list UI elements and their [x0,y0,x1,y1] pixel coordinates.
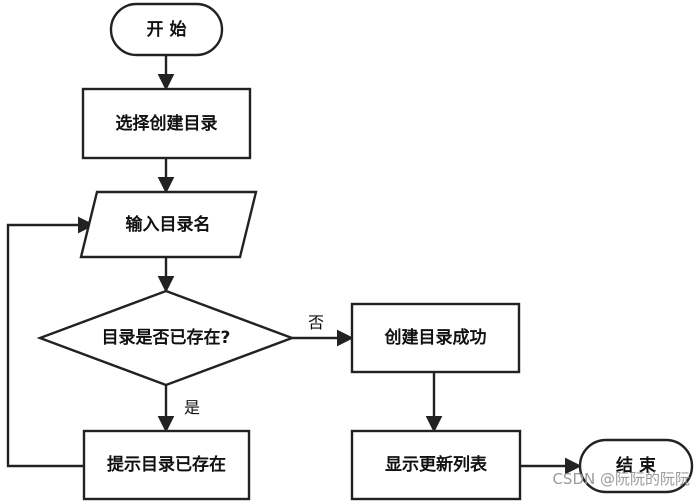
node-input-name: 输入目录名 [79,190,258,259]
edge-label-no: 否 [308,313,324,332]
node-start-label: 开 始 [147,19,187,40]
node-start: 开 始 [109,2,224,57]
node-create-success-label: 创建目录成功 [384,327,487,348]
node-input-name-label: 输入目录名 [126,214,211,235]
node-check-exists-label: 目录是否已存在? [102,327,231,348]
node-show-refresh-label: 显示更新列表 [385,454,488,475]
edge-prompt-loop-back [6,216,95,468]
node-end: 结 束 [578,438,694,494]
node-prompt-exists: 提示目录已存在 [82,429,251,501]
node-prompt-exists-label: 提示目录已存在 [107,454,226,475]
node-create-success: 创建目录成功 [350,302,521,374]
edge-label-yes: 是 [184,398,200,417]
node-end-label: 结 束 [616,455,656,476]
watermark: CSDN @阮阮的阮阮 [552,470,690,488]
node-select-directory: 选择创建目录 [81,87,252,160]
node-check-exists: 目录是否已存在? [36,289,296,387]
node-show-refresh: 显示更新列表 [350,429,522,501]
node-select-directory-label: 选择创建目录 [116,113,218,134]
